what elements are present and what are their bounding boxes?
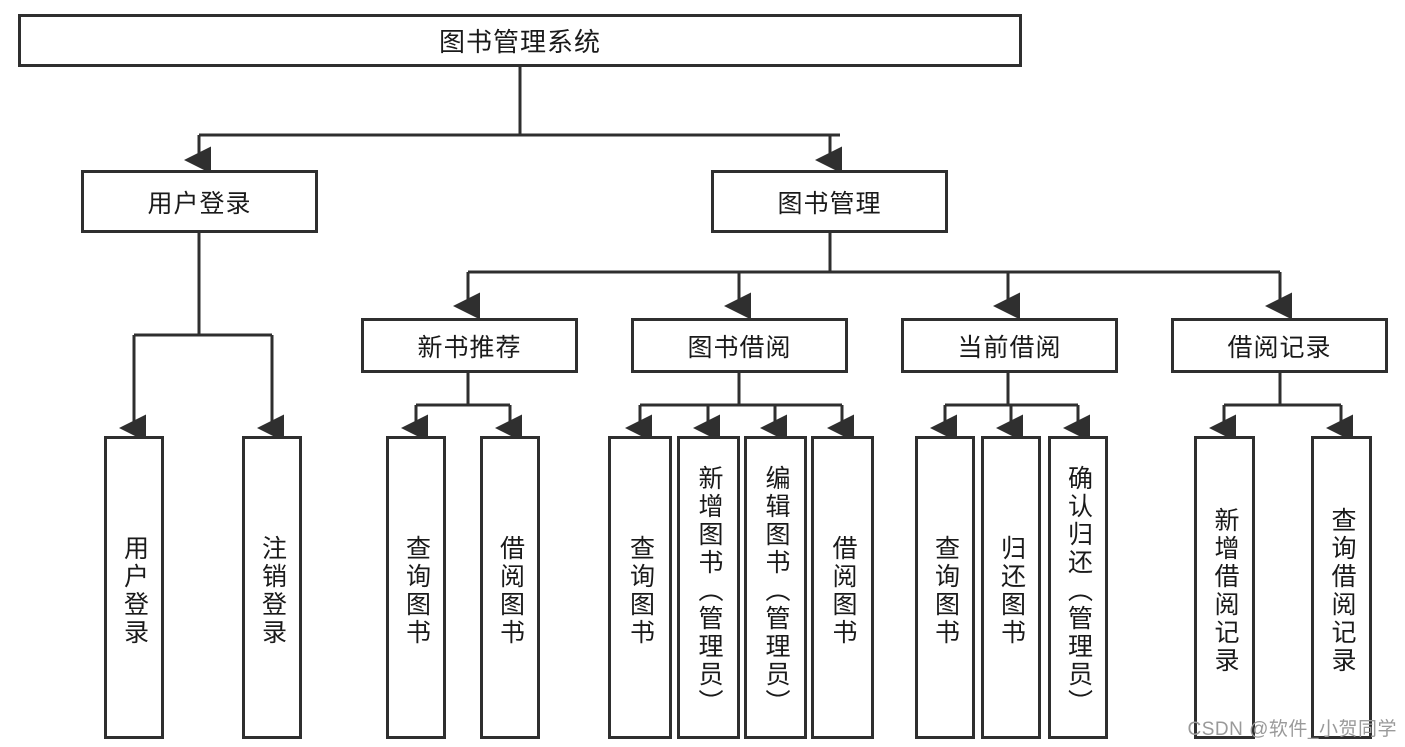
node-leaf-book-borrow-add[interactable]: 新增图书（管理员） — [677, 436, 740, 739]
watermark: CSDN @软件_小贺同学 — [1187, 719, 1397, 740]
node-label: 编辑图书（管理员） — [762, 464, 790, 717]
node-label: 查询借阅记录 — [1328, 506, 1356, 675]
node-label: 新增借阅记录 — [1211, 506, 1239, 675]
node-book-borrow[interactable]: 图书借阅 — [631, 318, 848, 373]
node-root-book-management-system[interactable]: 图书管理系统 — [18, 14, 1022, 67]
node-label: 图书管理系统 — [438, 27, 601, 57]
node-label: 注销登录 — [258, 534, 287, 647]
node-borrow-record[interactable]: 借阅记录 — [1171, 318, 1388, 373]
node-leaf-user-login-login[interactable]: 用户登录 — [104, 436, 164, 739]
node-label: 借阅图书 — [496, 534, 525, 647]
node-leaf-new-book-borrow[interactable]: 借阅图书 — [480, 436, 540, 739]
node-label: 借阅图书 — [829, 534, 857, 647]
node-leaf-current-borrow-query[interactable]: 查询图书 — [915, 436, 975, 739]
node-label: 新增图书（管理员） — [695, 464, 723, 717]
node-leaf-user-login-logout[interactable]: 注销登录 — [242, 436, 302, 739]
node-label: 借阅记录 — [1227, 333, 1332, 362]
node-leaf-current-borrow-confirm-return[interactable]: 确认归还（管理员） — [1048, 436, 1108, 739]
node-label: 确认归还（管理员） — [1064, 464, 1093, 717]
node-current-borrow[interactable]: 当前借阅 — [901, 318, 1118, 373]
node-label: 用户登录 — [147, 189, 252, 218]
node-label: 归还图书 — [997, 534, 1026, 647]
node-label: 当前借阅 — [957, 333, 1062, 362]
node-leaf-book-borrow-query[interactable]: 查询图书 — [608, 436, 672, 739]
node-label: 查询图书 — [402, 534, 431, 647]
node-label: 图书管理 — [777, 189, 882, 218]
node-label: 查询图书 — [931, 534, 960, 647]
node-label: 新书推荐 — [417, 333, 522, 362]
node-leaf-borrow-record-add[interactable]: 新增借阅记录 — [1194, 436, 1255, 739]
node-new-book-recommend[interactable]: 新书推荐 — [361, 318, 578, 373]
node-label: 用户登录 — [120, 534, 149, 647]
node-leaf-new-book-query[interactable]: 查询图书 — [386, 436, 446, 739]
node-leaf-book-borrow-edit[interactable]: 编辑图书（管理员） — [744, 436, 807, 739]
node-book-management[interactable]: 图书管理 — [711, 170, 948, 233]
node-label: 图书借阅 — [687, 333, 792, 362]
node-leaf-current-borrow-return[interactable]: 归还图书 — [981, 436, 1041, 739]
node-user-login[interactable]: 用户登录 — [81, 170, 318, 233]
node-label: 查询图书 — [626, 534, 655, 647]
node-leaf-borrow-record-query[interactable]: 查询借阅记录 — [1311, 436, 1372, 739]
node-leaf-book-borrow-borrow[interactable]: 借阅图书 — [811, 436, 874, 739]
